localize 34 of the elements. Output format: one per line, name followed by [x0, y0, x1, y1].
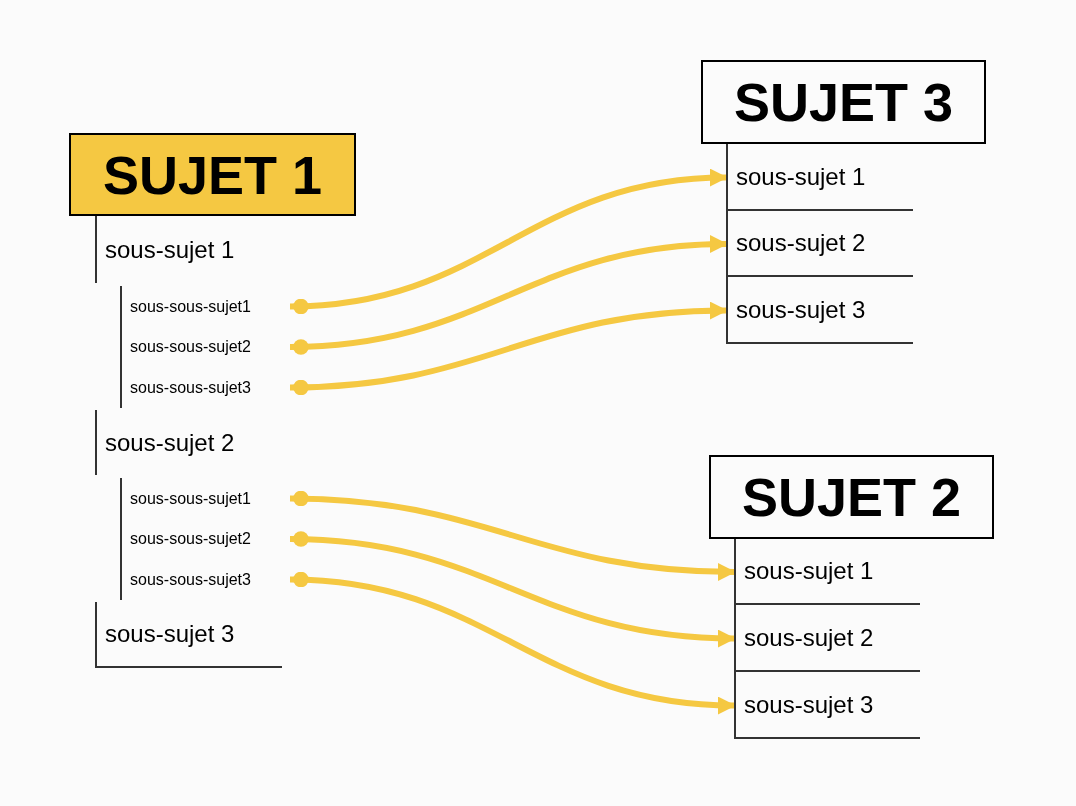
connector-arrow: [289, 235, 728, 355]
topic-title: SUJET 3: [733, 75, 954, 129]
topic-box: [709, 455, 994, 539]
sub-subtopic-label: sous-sous-sujet1: [130, 488, 251, 509]
connector-arrow: [289, 572, 736, 714]
sub-subtopic-label: sous-sous-sujet1: [130, 296, 251, 317]
subtopic-label: sous-sujet 1: [105, 234, 235, 265]
connector-arrow: [289, 531, 736, 647]
topic-title: SUJET 2: [741, 470, 962, 524]
subtopic-item: [726, 277, 913, 344]
subtopic-item: [734, 672, 920, 739]
connector-arrow: [289, 302, 728, 395]
subtopic-item: [95, 602, 282, 668]
subtopic-item: [726, 211, 913, 277]
sub-subtopic-label: sous-sous-sujet2: [130, 337, 251, 357]
sub-subtopic-label: sous-sous-sujet2: [130, 529, 251, 549]
subtopic-label: sous-sujet 2: [744, 622, 874, 653]
subtopic-label: sous-sujet 3: [736, 294, 866, 325]
subtopic-label: sous-sujet 1: [744, 556, 874, 586]
connector-arrow: [289, 169, 728, 314]
sub-subtopic-label: sous-sous-sujet3: [130, 569, 251, 590]
subtopic-label: sous-sujet 1: [736, 161, 866, 192]
subtopic-item: [734, 539, 920, 605]
topic-box: [69, 133, 356, 216]
subtopic-label: sous-sujet 2: [736, 228, 866, 258]
subtopic-item: [734, 605, 920, 672]
connector-arrow: [289, 491, 736, 581]
subtopic-label: sous-sujet 2: [105, 427, 235, 458]
sub-subtopic-label: sous-sous-sujet3: [130, 377, 251, 398]
topic-title: SUJET 1: [102, 147, 323, 202]
topic-box: [701, 60, 986, 144]
subtopic-item: [726, 144, 913, 211]
subtopic-label: sous-sujet 3: [744, 689, 874, 720]
subtopic-label: sous-sujet 3: [105, 619, 235, 649]
